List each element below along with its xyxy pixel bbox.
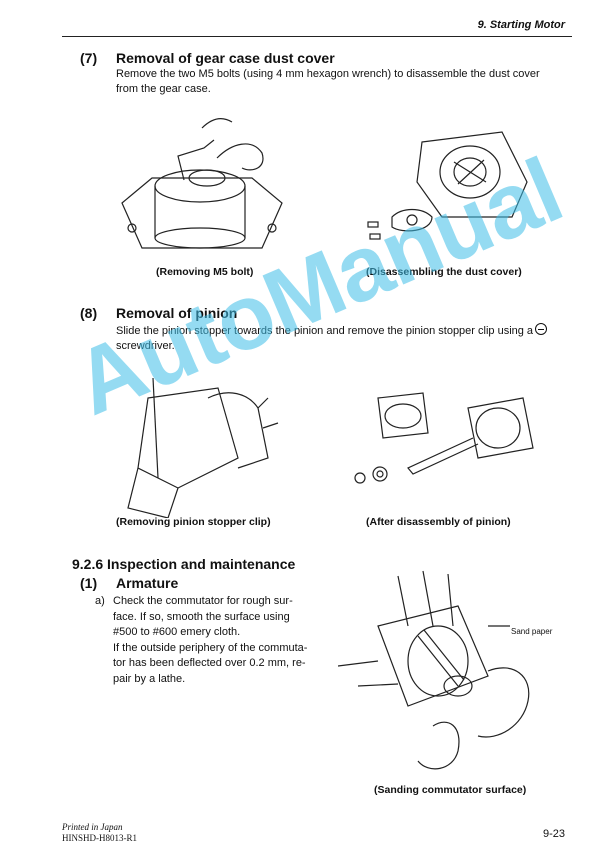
footer-document-code: HINSHD-H8013-R1 xyxy=(62,833,137,843)
chapter-header: 9. Starting Motor xyxy=(477,19,565,31)
section-7-number: (7) xyxy=(80,50,98,66)
header-rule xyxy=(62,36,572,37)
figure-sanding-commutator-surface xyxy=(338,570,530,770)
figure-removing-pinion-stopper-clip xyxy=(127,377,279,518)
footer-printed-info: Printed in Japan HINSHD-H8013-R1 xyxy=(62,822,137,844)
inspection-line-2: face. If so, smooth the surface using xyxy=(113,610,290,623)
inspection-line-1: Check the commutator for rough sur- xyxy=(113,595,293,607)
section-8-text-line1-content: Slide the pinion stopper towards the pin… xyxy=(116,325,534,337)
section-8-text-line1: Slide the pinion stopper towards the pin… xyxy=(116,323,548,340)
footer-printed-in-japan: Printed in Japan xyxy=(62,822,123,832)
figure-disassembling-dust-cover xyxy=(367,131,528,240)
label-sand-paper: Sand paper xyxy=(511,627,553,636)
minus-screwdriver-icon xyxy=(535,323,548,335)
subsection-1-title: Armature xyxy=(116,575,179,591)
section-9-2-6-heading: 9.2.6 Inspection and maintenance xyxy=(72,556,296,572)
section-8-number: (8) xyxy=(80,305,98,321)
section-7-title: Removal of gear case dust cover xyxy=(116,50,335,66)
inspection-line-4: If the outside periphery of the commuta- xyxy=(113,641,308,654)
inspection-line-5: tor has been deflected over 0.2 mm, re- xyxy=(113,657,306,669)
caption-sanding-commutator: (Sanding commutator surface) xyxy=(374,784,527,796)
section-8-title: Removal of pinion xyxy=(116,305,238,321)
caption-removing-pinion-stopper-clip: (Removing pinion stopper clip) xyxy=(116,516,271,528)
inspection-line-6: pair by a lathe. xyxy=(113,672,186,685)
figure-removing-m5-bolt xyxy=(121,118,283,249)
caption-disassembling-dust-cover: (Disassembling the dust cover) xyxy=(366,266,522,278)
figure-after-disassembly-of-pinion xyxy=(354,392,534,484)
page-number: 9-23 xyxy=(542,828,565,840)
section-8-text-line2: screwdriver. xyxy=(116,340,175,352)
inspection-line-3: #500 to #600 emery cloth. xyxy=(113,626,241,638)
section-7-text-line2: from the gear case. xyxy=(116,83,211,95)
item-a-label: a) xyxy=(95,595,105,607)
caption-after-disassembly-of-pinion: (After disassembly of pinion) xyxy=(366,516,511,528)
caption-removing-m5-bolt: (Removing M5 bolt) xyxy=(156,266,254,278)
subsection-1-number: (1) xyxy=(80,575,98,591)
section-7-text-line1: Remove the two M5 bolts (using 4 mm hexa… xyxy=(116,68,540,80)
